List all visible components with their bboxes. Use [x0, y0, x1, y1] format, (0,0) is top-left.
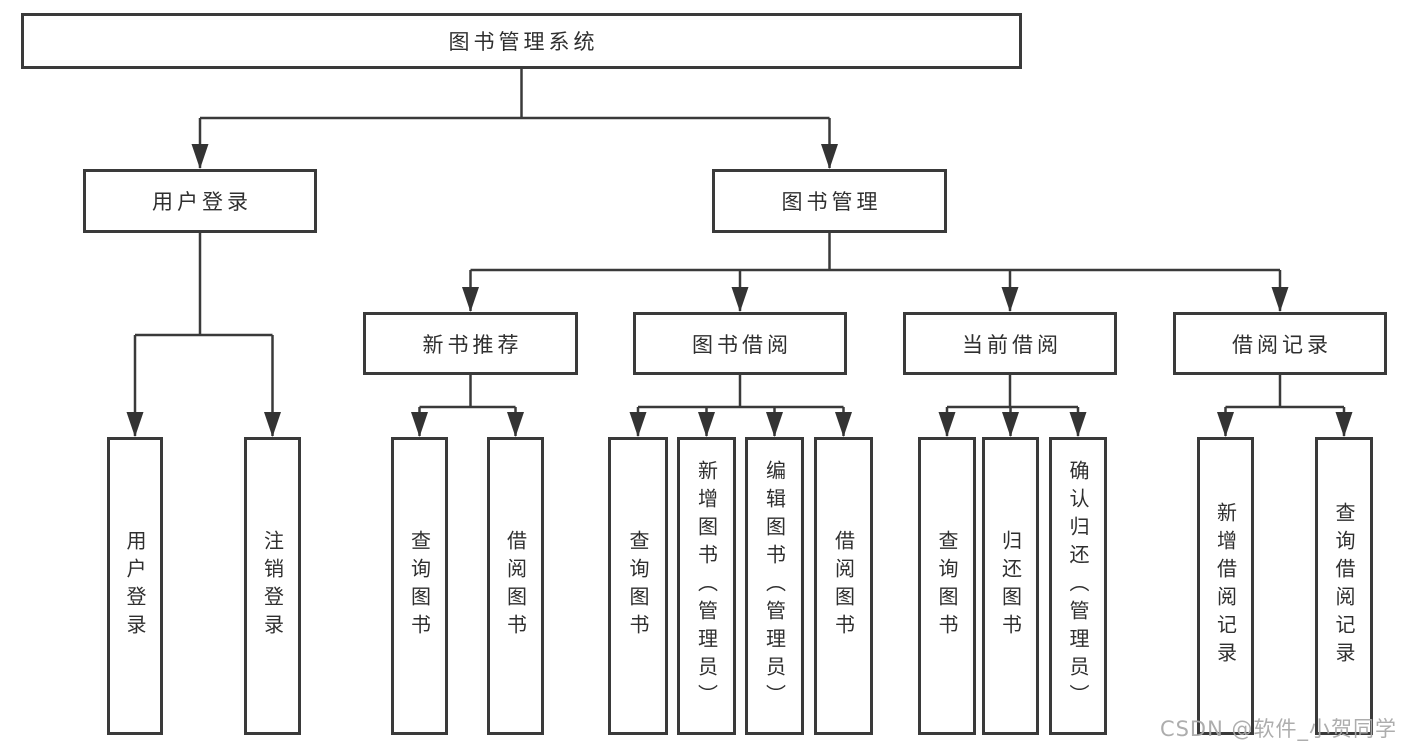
arrowhead-icon — [1271, 287, 1289, 312]
node-label: 借阅记录 — [1232, 332, 1332, 357]
arrowhead-icon — [507, 412, 524, 437]
leaf-label: 确认归还（管理员） — [1066, 460, 1090, 712]
node-borrow-records: 借阅记录 — [1173, 312, 1387, 375]
arrowhead-icon — [766, 412, 783, 437]
arrowhead-icon — [462, 287, 479, 312]
arrowhead-icon — [264, 412, 281, 437]
arrowhead-icon — [191, 144, 209, 169]
arrowhead-icon — [835, 412, 852, 437]
leaf-label: 编辑图书（管理员） — [762, 460, 787, 712]
leaf-label: 查询图书 — [407, 530, 432, 642]
leaf-label: 查询借阅记录 — [1332, 502, 1356, 670]
leaf-label: 注销登录 — [260, 530, 285, 642]
leaf-query-books-3: 查询图书 — [918, 437, 976, 735]
leaf-label: 用户登录 — [123, 530, 147, 642]
node-label: 当前借阅 — [962, 332, 1062, 357]
node-root-label: 图书管理系统 — [448, 30, 599, 54]
arrowhead-icon — [1217, 412, 1234, 437]
leaf-label: 查询图书 — [935, 530, 959, 642]
arrowhead-icon — [1069, 412, 1087, 437]
leaf-add-book-admin: 新增图书（管理员） — [677, 437, 736, 735]
leaf-query-books-2: 查询图书 — [608, 437, 668, 735]
leaf-query-books-1: 查询图书 — [391, 437, 448, 735]
leaf-label: 归还图书 — [998, 530, 1023, 642]
leaf-logout: 注销登录 — [244, 437, 301, 735]
leaf-label: 查询图书 — [626, 530, 650, 642]
leaf-borrow-books-1: 借阅图书 — [487, 437, 544, 735]
leaf-label: 借阅图书 — [503, 530, 528, 642]
node-book-management: 图书管理 — [712, 169, 947, 233]
arrowhead-icon — [126, 412, 144, 437]
node-root: 图书管理系统 — [21, 13, 1022, 69]
leaf-label: 借阅图书 — [831, 530, 856, 642]
node-label: 用户登录 — [152, 190, 252, 214]
arrowhead-icon — [1335, 412, 1353, 437]
arrowhead-icon — [1002, 412, 1019, 437]
leaf-borrow-books-2: 借阅图书 — [814, 437, 873, 735]
leaf-query-borrow-record: 查询借阅记录 — [1315, 437, 1373, 735]
arrowhead-icon — [731, 287, 749, 312]
node-label: 图书管理 — [781, 190, 882, 214]
leaf-label: 新增借阅记录 — [1213, 502, 1238, 670]
arrowhead-icon — [1001, 287, 1019, 312]
leaf-edit-book-admin: 编辑图书（管理员） — [745, 437, 804, 735]
arrowhead-icon — [821, 144, 838, 169]
node-label: 图书借阅 — [692, 332, 792, 357]
node-user-login-group: 用户登录 — [83, 169, 317, 233]
arrowhead-icon — [629, 412, 647, 437]
node-label: 新书推荐 — [422, 332, 523, 357]
arrowhead-icon — [698, 412, 715, 437]
node-new-book-recommend: 新书推荐 — [363, 312, 578, 375]
leaf-return-book: 归还图书 — [982, 437, 1039, 735]
node-book-borrow: 图书借阅 — [633, 312, 847, 375]
arrowhead-icon — [411, 412, 428, 437]
leaf-user-login: 用户登录 — [107, 437, 163, 735]
node-current-borrow: 当前借阅 — [903, 312, 1117, 375]
leaf-label: 新增图书（管理员） — [694, 460, 719, 712]
leaf-confirm-return-admin: 确认归还（管理员） — [1049, 437, 1107, 735]
leaf-add-borrow-record: 新增借阅记录 — [1197, 437, 1254, 735]
watermark: CSDN @软件_小贺同学 — [1159, 717, 1397, 741]
arrowhead-icon — [938, 412, 956, 437]
